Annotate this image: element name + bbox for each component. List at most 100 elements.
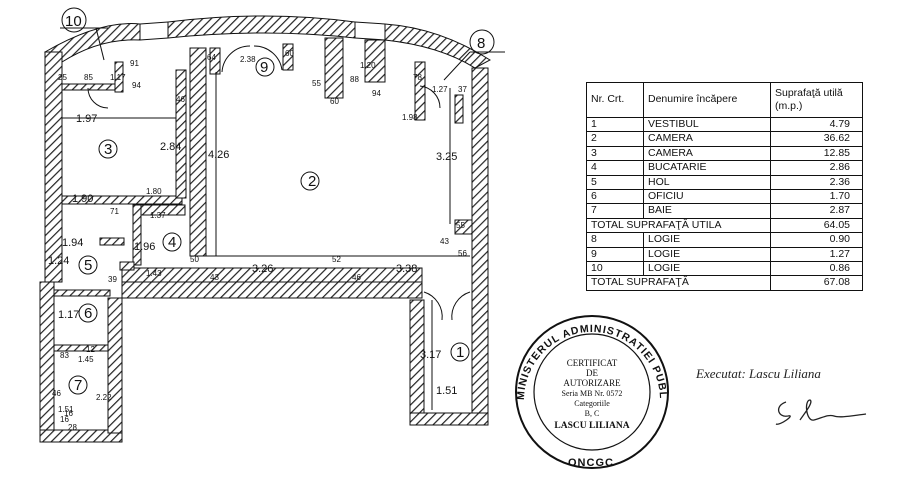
dim-label: 1.24 (48, 255, 69, 267)
dim-label: 1.97 (76, 113, 97, 125)
dim-label: 1.17 (110, 73, 126, 82)
cell: 8 (586, 232, 644, 248)
room-number-6: 6 (84, 305, 92, 322)
cell: 1.70 (770, 189, 863, 205)
dim-label: 3.26 (252, 263, 273, 275)
dim-label: 2.38 (240, 55, 256, 64)
cell: 1 (586, 116, 644, 133)
cell: 64.05 (770, 217, 863, 234)
cell: HOL (643, 174, 771, 191)
cell: 7 (586, 203, 644, 219)
stamp-line: CERTIFICAT (567, 358, 618, 368)
area-table: Nr. Crt. Denumire încăpere Suprafaţă uti… (586, 82, 863, 291)
header-cell: Suprafaţă utilă (m.p.) (770, 82, 863, 118)
cell: 6 (586, 189, 644, 205)
stamp-line: Seria MB Nr. 0572 (562, 389, 623, 398)
dim-label: 1.27 (432, 85, 448, 94)
dim-label: 1.43 (146, 269, 162, 278)
dim-label: 46 (352, 273, 361, 282)
cell: 0.90 (770, 232, 863, 248)
cell: 4.79 (770, 116, 863, 133)
dim-label: 4.26 (208, 149, 229, 161)
dim-label: 91 (130, 59, 139, 68)
header-cell: Denumire încăpere (643, 82, 771, 118)
dim-label: 12 (86, 345, 95, 354)
dim-label: 1.80 (146, 187, 162, 196)
room-number-7: 7 (74, 377, 82, 394)
cell: 3 (586, 145, 644, 162)
dim-label: 56 (458, 249, 467, 258)
dim-label: 16 (60, 415, 69, 424)
cell: BUCATARIE (643, 160, 771, 176)
dim-label: 2.84 (160, 141, 181, 153)
dim-label: 28 (68, 423, 77, 432)
dim-label: 94 (372, 89, 381, 98)
dim-label: 1.20 (360, 61, 376, 70)
balcony-number-9: 9 (260, 59, 268, 76)
dim-label: 64 (207, 53, 216, 62)
dim-label: 60 (330, 97, 339, 106)
dim-label: 3.38 (396, 263, 417, 275)
balcony-number-10: 10 (65, 13, 82, 30)
cell: VESTIBUL (643, 116, 771, 133)
cell: 0.86 (770, 261, 863, 277)
dim-label: 55 (312, 79, 321, 88)
cell: 10 (586, 261, 644, 277)
cell: 4 (586, 160, 644, 176)
dim-label: 1.17 (58, 309, 79, 321)
stamp-line: DE (586, 368, 598, 378)
dim-label: 1.37 (150, 211, 166, 220)
cell: 2 (586, 131, 644, 147)
dim-label: 1.94 (62, 237, 83, 249)
balcony-number-8: 8 (477, 35, 485, 52)
cell: 12.85 (770, 145, 863, 162)
dim-label: 37 (458, 85, 467, 94)
room-numbers: 3 2 4 5 6 7 1 10 9 8 (60, 7, 505, 395)
dim-label: 2.22 (96, 393, 112, 402)
stamp-line: AUTORIZARE (563, 378, 621, 388)
dim-label: 1.51 (436, 385, 457, 397)
stamp-line: B, C (585, 409, 600, 418)
cell: 67.08 (770, 275, 863, 291)
dim-label: 1.90 (72, 193, 93, 205)
room-number-3: 3 (104, 141, 112, 158)
room-number-4: 4 (168, 234, 176, 251)
dim-label: 55 (456, 221, 465, 230)
cell: 2.36 (770, 174, 863, 191)
header-cell: Nr. Crt. (586, 82, 644, 118)
cell: 2.86 (770, 160, 863, 176)
stamp-line: LASCU LILIANA (554, 421, 629, 431)
thin-lines (62, 21, 471, 410)
dim-label: 50 (190, 255, 199, 264)
dim-label: 3.25 (436, 151, 457, 163)
dim-label: 52 (332, 255, 341, 264)
dim-label: 83 (60, 351, 69, 360)
cell: 9 (586, 246, 644, 263)
dim-label: 25 (58, 73, 67, 82)
executed-by-text: Executat: Lascu Liliana (696, 366, 821, 381)
room-number-5: 5 (84, 257, 92, 274)
cell: 5 (586, 174, 644, 191)
dim-label: 43 (440, 237, 449, 246)
cell: LOGIE (643, 232, 771, 248)
room-number-1: 1 (456, 344, 464, 361)
dim-label: 39 (108, 275, 117, 284)
table-header-row: Nr. Crt. Denumire încăpere Suprafaţă uti… (586, 82, 863, 118)
stamp-line: Categoriile (574, 399, 610, 408)
dim-label: 1.51 (58, 405, 74, 414)
dim-label: 88 (350, 75, 359, 84)
dim-label: 1.45 (78, 355, 94, 364)
cell: 2.87 (770, 203, 863, 219)
dim-label: 60 (285, 49, 294, 58)
cell: LOGIE (643, 261, 771, 277)
dim-label: 3.17 (420, 349, 441, 361)
room-number-2: 2 (308, 173, 316, 190)
